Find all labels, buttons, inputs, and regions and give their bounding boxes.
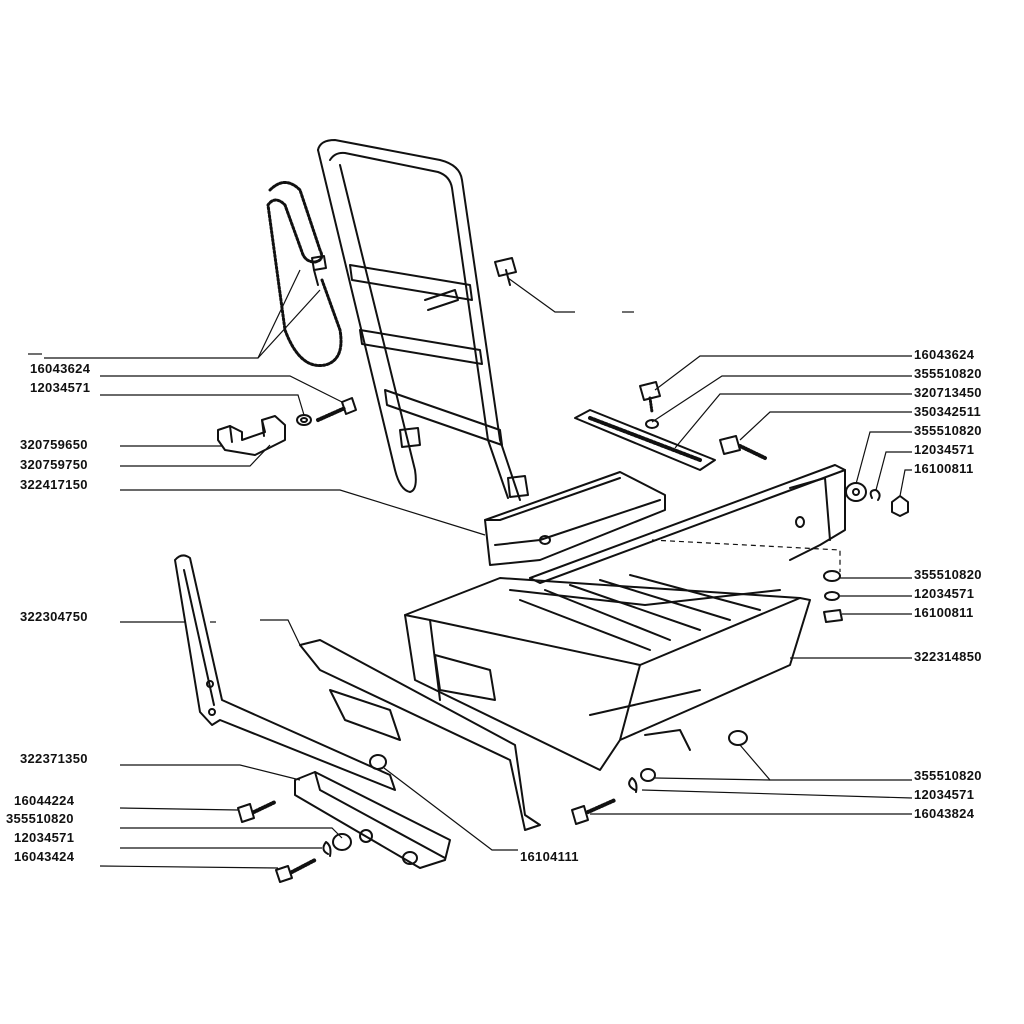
main-tray xyxy=(404,574,811,771)
clamp-bracket xyxy=(217,415,286,456)
label-12034571-lower: 12034571 xyxy=(14,830,75,845)
label-355510820-r4: 355510820 xyxy=(914,768,982,783)
label-322371350: 322371350 xyxy=(20,751,88,766)
label-322304750: 322304750 xyxy=(20,609,88,624)
front-panel xyxy=(299,639,541,831)
rubber-strap xyxy=(266,181,343,368)
label-16104111: 16104111 xyxy=(520,849,579,864)
label-16043424: 16043424 xyxy=(14,849,75,864)
ladder-frame xyxy=(317,139,529,501)
washer-bolt-left-top xyxy=(296,397,357,426)
lower-left-hardware xyxy=(237,800,373,883)
label-322314850: 322314850 xyxy=(914,649,982,664)
label-320713450: 320713450 xyxy=(914,385,982,400)
label-16043624-left: 16043624 xyxy=(30,361,91,376)
label-350342511: 350342511 xyxy=(914,404,982,419)
ladder-bolt xyxy=(494,257,517,286)
label-355510820-left: 355510820 xyxy=(6,811,74,826)
strap-bolt xyxy=(311,255,327,286)
seat-support-bracket xyxy=(484,471,666,566)
lower-bracket xyxy=(174,554,396,791)
label-16100811-r1: 16100811 xyxy=(914,461,974,476)
label-320759650: 320759650 xyxy=(20,437,88,452)
label-16043624-right: 16043624 xyxy=(914,347,975,362)
label-355510820-r1: 355510820 xyxy=(914,366,982,381)
center-bolt xyxy=(639,381,661,429)
side-rail xyxy=(529,464,846,584)
label-12034571-r2: 12034571 xyxy=(914,586,975,601)
label-320759750: 320759750 xyxy=(20,457,88,472)
lower-channel xyxy=(294,771,451,869)
label-355510820-r2: 355510820 xyxy=(914,423,982,438)
label-16044224: 16044224 xyxy=(14,793,75,808)
label-12034571-left: 12034571 xyxy=(30,380,91,395)
label-355510820-r3: 355510820 xyxy=(914,567,982,582)
long-bolt-right xyxy=(719,435,767,460)
label-12034571-r3: 12034571 xyxy=(914,787,975,802)
label-12034571-r1: 12034571 xyxy=(914,442,975,457)
right-middle-hardware xyxy=(823,570,843,623)
lower-right-hardware xyxy=(571,730,748,825)
label-16043824: 16043824 xyxy=(914,806,975,821)
label-16100811-r2: 16100811 xyxy=(914,605,974,620)
rubber-pad xyxy=(574,409,716,471)
label-322417150: 322417150 xyxy=(20,477,88,492)
spacer xyxy=(369,754,387,770)
leader-lines xyxy=(28,269,913,869)
